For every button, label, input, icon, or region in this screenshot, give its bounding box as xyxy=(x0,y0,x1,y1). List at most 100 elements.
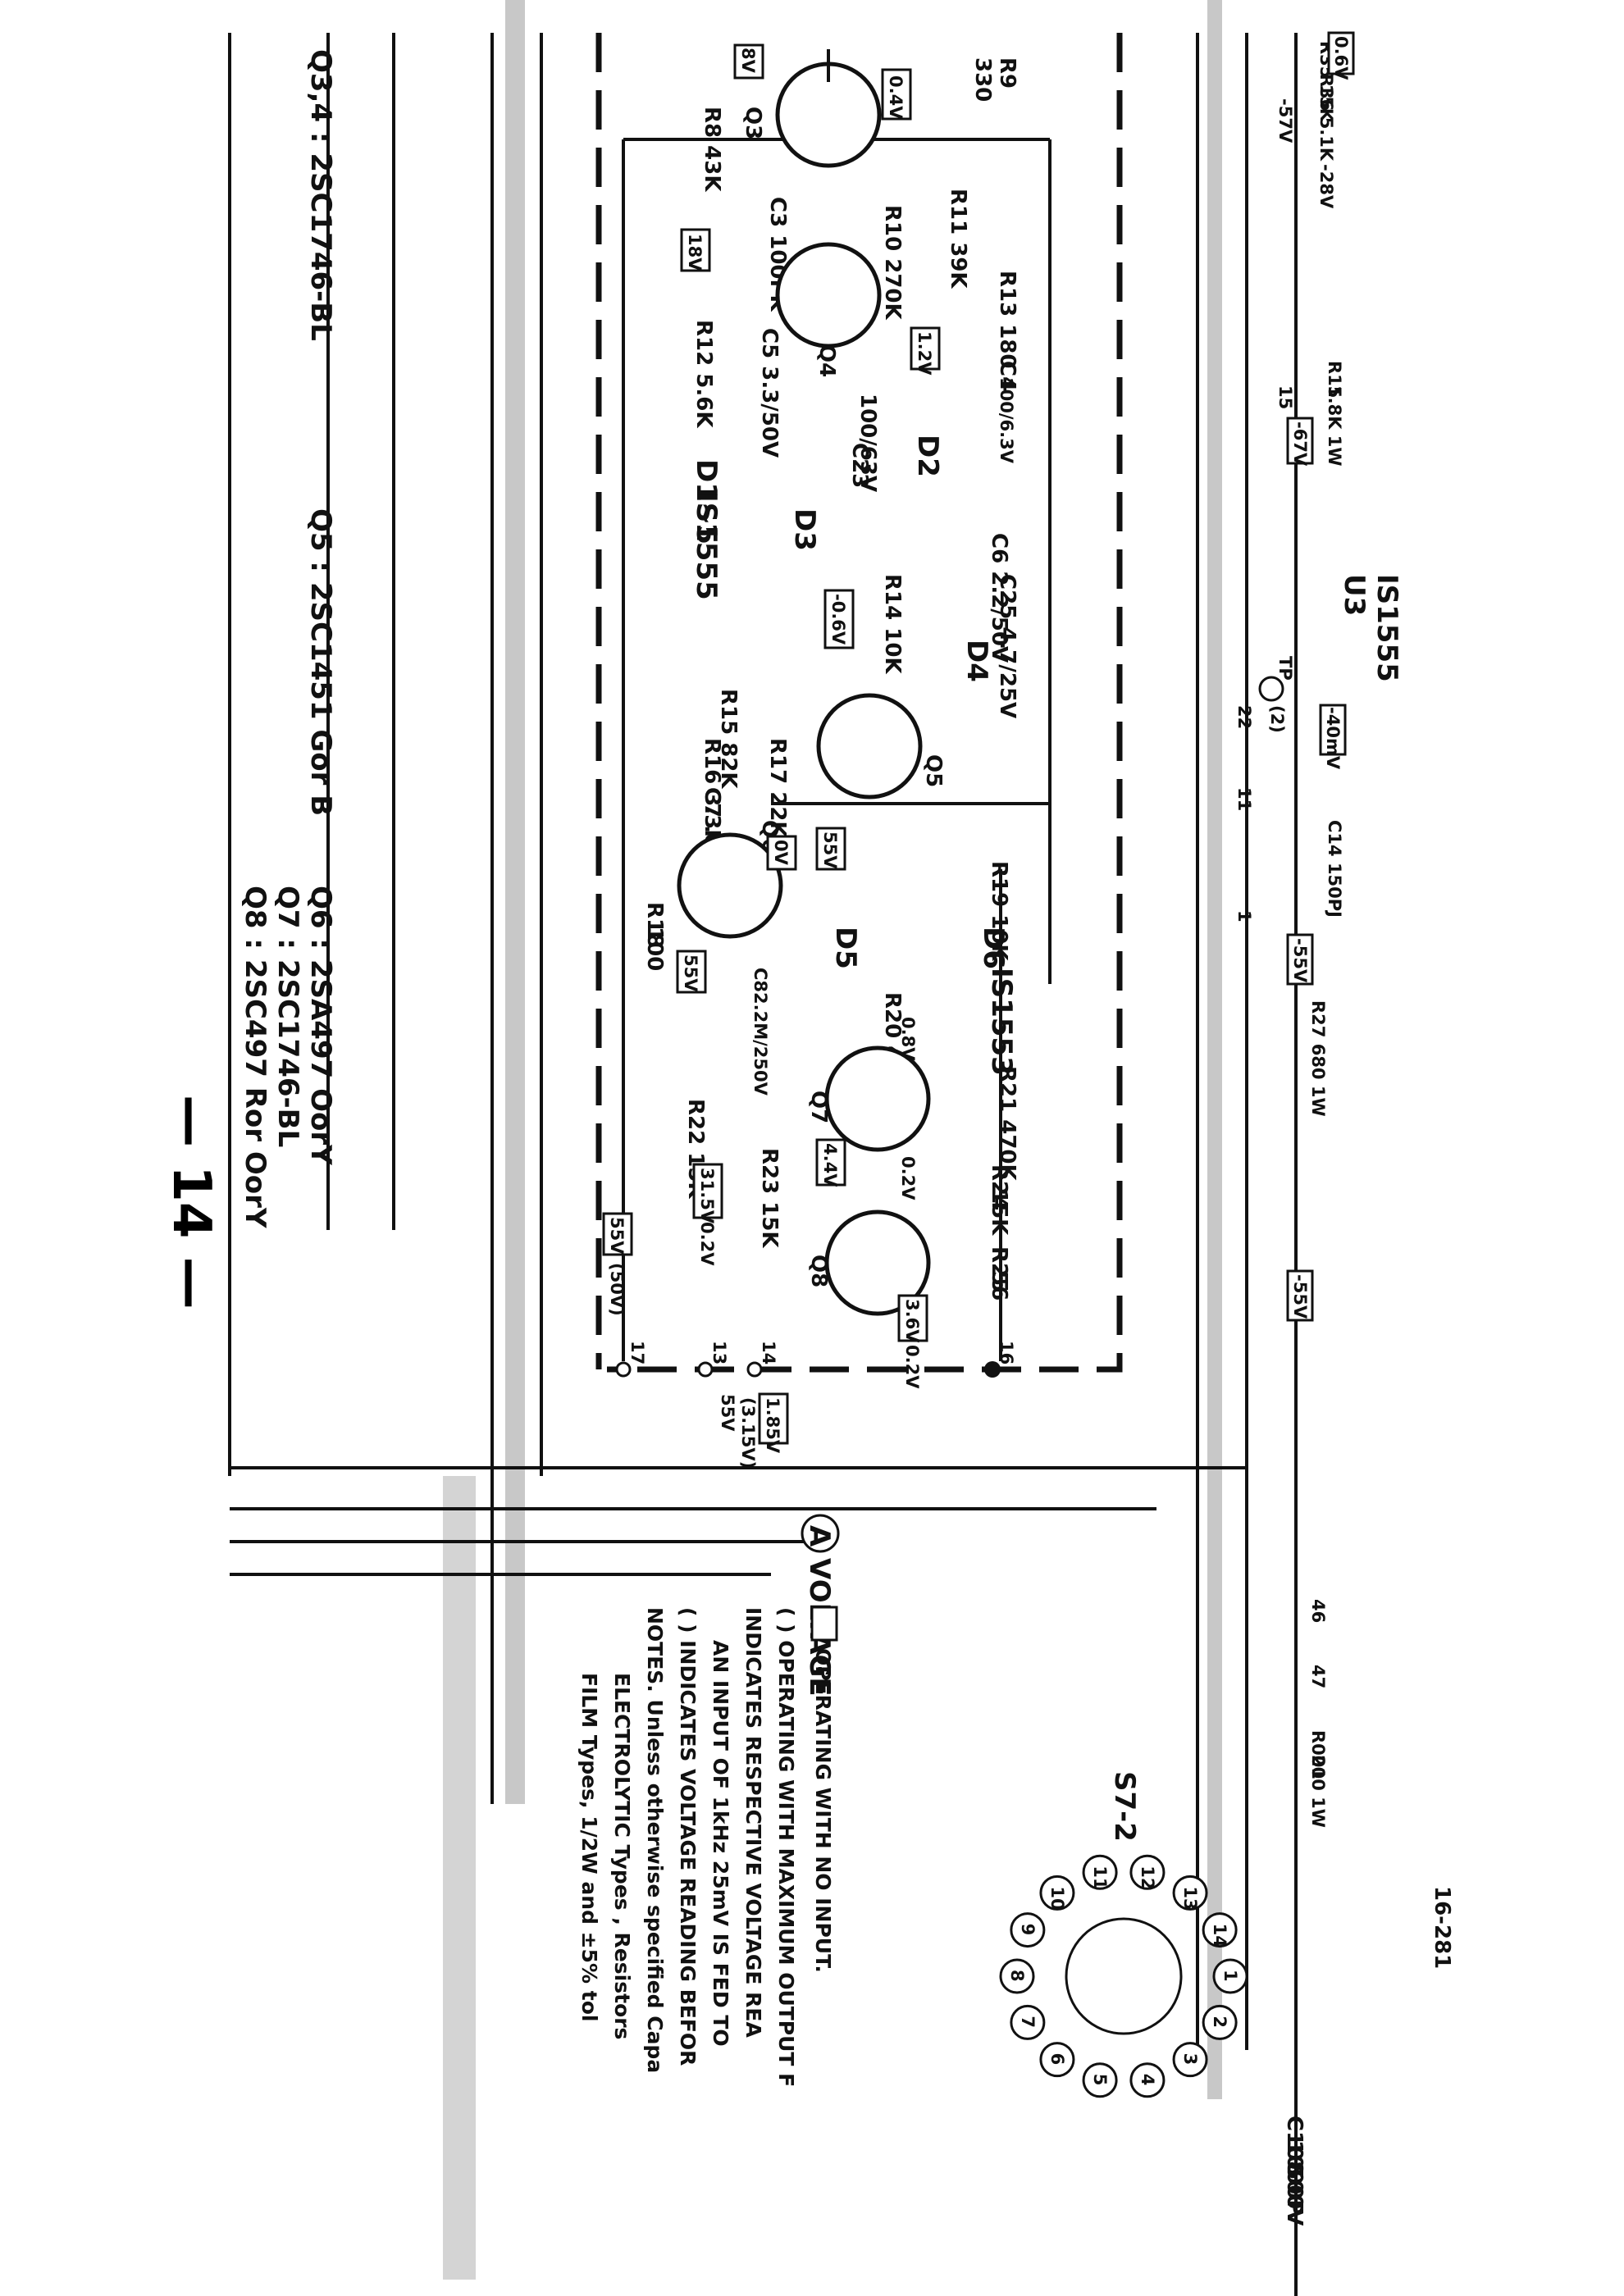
v-bottom: -55V xyxy=(1290,1274,1310,1319)
c25-label: C25 4.7/25V xyxy=(995,574,1020,718)
c108-label: C108 xyxy=(1282,2116,1307,2175)
switch-pin-label-7: 7 xyxy=(1018,2016,1038,2028)
v-r35a: 0.6V xyxy=(1331,36,1351,80)
v-r23b: 0.2V xyxy=(697,1222,717,1266)
r25-val: 56 xyxy=(987,1271,1011,1301)
v-q7: 4.4V xyxy=(820,1143,840,1187)
r36-label: R36 5.1K xyxy=(1316,74,1336,162)
r13-label: R13 180 xyxy=(995,271,1020,369)
v-top: 8V xyxy=(738,48,758,74)
switch-pin-4 xyxy=(1129,2062,1166,2098)
legend-marker: A xyxy=(803,1525,836,1547)
v-15-box xyxy=(1286,417,1314,465)
legend-line3: INDICATES RESPECTIVE VOLTAGE REA xyxy=(741,1607,765,2038)
switch-pin-11 xyxy=(1082,1854,1118,1890)
switch-pin-label-2: 2 xyxy=(1210,2016,1229,2028)
v-q8: 3.6V xyxy=(902,1299,922,1343)
switch-pin-1 xyxy=(1212,1958,1248,1994)
r17-label: R17 22K xyxy=(765,738,790,838)
switch-pin-label-12: 12 xyxy=(1138,1866,1157,1889)
v-top-box xyxy=(733,43,764,80)
v-r18: 55V xyxy=(681,954,700,992)
u3-type: IS1555 xyxy=(1371,574,1403,682)
tp-label: TP xyxy=(1275,656,1295,681)
q8-symbol xyxy=(824,1210,931,1316)
v-14: 1.85V xyxy=(763,1397,782,1454)
v-bottom-box xyxy=(1286,1269,1314,1322)
c23-label: C23 xyxy=(847,443,872,488)
rotary-switch xyxy=(1065,1917,1183,2035)
v-q6-box xyxy=(766,835,797,871)
v-14-box xyxy=(758,1392,789,1445)
v-22-box xyxy=(1319,704,1347,756)
switch-pin-12 xyxy=(1129,1854,1166,1890)
c108-v: 500V xyxy=(1282,2165,1307,2225)
type-q7: Q7 : 2SC1746-BL xyxy=(271,886,304,1147)
ic-label: 16-281 xyxy=(1430,1886,1454,1969)
r15-label: R15 82K xyxy=(716,689,741,789)
v-r13: 1.2V xyxy=(915,331,934,376)
switch-pin-13 xyxy=(1172,1875,1208,1911)
node-13-dot xyxy=(697,1361,714,1378)
switch-pin-label-9: 9 xyxy=(1018,1924,1038,1936)
q4-symbol xyxy=(775,242,882,348)
legend-line7: ELECTROLYTIC Types , Resistors xyxy=(610,1673,634,2039)
node-22: 22 xyxy=(1234,705,1254,729)
v-q3-box xyxy=(881,68,912,121)
v-r13-box xyxy=(910,326,941,371)
switch-body xyxy=(1065,1917,1183,2035)
r10-label: R10 270K xyxy=(880,205,905,321)
v-r14-box xyxy=(823,589,855,649)
switch-pin-label-3: 3 xyxy=(1180,2053,1200,2066)
v-c3-box xyxy=(680,228,711,272)
c8-val: 2.2M/250V xyxy=(750,992,770,1096)
r18-val: 100 xyxy=(642,927,667,971)
q7-symbol xyxy=(824,1046,931,1152)
switch-pin-6 xyxy=(1039,2042,1075,2078)
legend-box-symbol xyxy=(810,1606,838,1642)
switch-pin-7 xyxy=(1010,2004,1046,2040)
q5-label: Q5 xyxy=(921,754,946,787)
legend-line8: FILM Types, 1/2W and ±5% tol xyxy=(577,1673,601,2021)
node-14: 14 xyxy=(759,1341,778,1364)
u3-label: U3 xyxy=(1338,574,1371,616)
d3-label: D3 xyxy=(788,508,821,551)
c14-label: C14 150PJ xyxy=(1325,820,1344,918)
r27-label: R27 680 1W xyxy=(1308,1000,1328,1117)
q8-label: Q8 xyxy=(806,1255,831,1287)
board-outline-dashed xyxy=(607,33,1123,1373)
d4-label: D4 xyxy=(960,640,993,682)
legend-marker-circle xyxy=(801,1514,840,1553)
node-1: 1 xyxy=(1234,910,1254,922)
node-11: 11 xyxy=(1234,787,1254,811)
type-q8: Q8 : 2SC497 Ror OorY xyxy=(239,886,271,1228)
r21-label: R21 470K xyxy=(995,1066,1020,1182)
switch-pin-8 xyxy=(999,1958,1035,1994)
r19-label: R19 10K xyxy=(987,861,1011,961)
type-q6: Q6 : 2SA497 OorY xyxy=(304,886,337,1165)
v-c3: 18V xyxy=(685,234,705,271)
v-q6: 0V xyxy=(771,840,791,866)
switch-pin-label-8: 8 xyxy=(1007,1970,1027,1982)
r25-label: R25 xyxy=(987,1246,1011,1292)
v-22: -40mV xyxy=(1323,707,1343,770)
q5-symbol xyxy=(816,693,923,800)
d2-label: D2 xyxy=(911,435,944,477)
r9-label: R9 xyxy=(995,57,1020,89)
v-17: 55V xyxy=(607,1217,627,1255)
switch-pin-label-13: 13 xyxy=(1180,1886,1200,1910)
v-q5: 55V xyxy=(820,831,840,869)
node-14-dot xyxy=(746,1361,763,1378)
switch-pin-label-14: 14 xyxy=(1210,1924,1229,1947)
v-r18-box xyxy=(676,950,707,994)
switch-pin-3 xyxy=(1172,2042,1208,2078)
v-r35b: -28V xyxy=(1316,164,1336,209)
r8-label: R8 43K xyxy=(700,107,724,192)
node-17: 17 xyxy=(627,1341,647,1364)
d15-type: IS1555 xyxy=(690,492,723,600)
v-q8-box xyxy=(897,1294,928,1342)
v-q7-box xyxy=(815,1138,846,1187)
q6-symbol xyxy=(677,832,783,939)
r001-label: R001 xyxy=(1308,1730,1328,1779)
